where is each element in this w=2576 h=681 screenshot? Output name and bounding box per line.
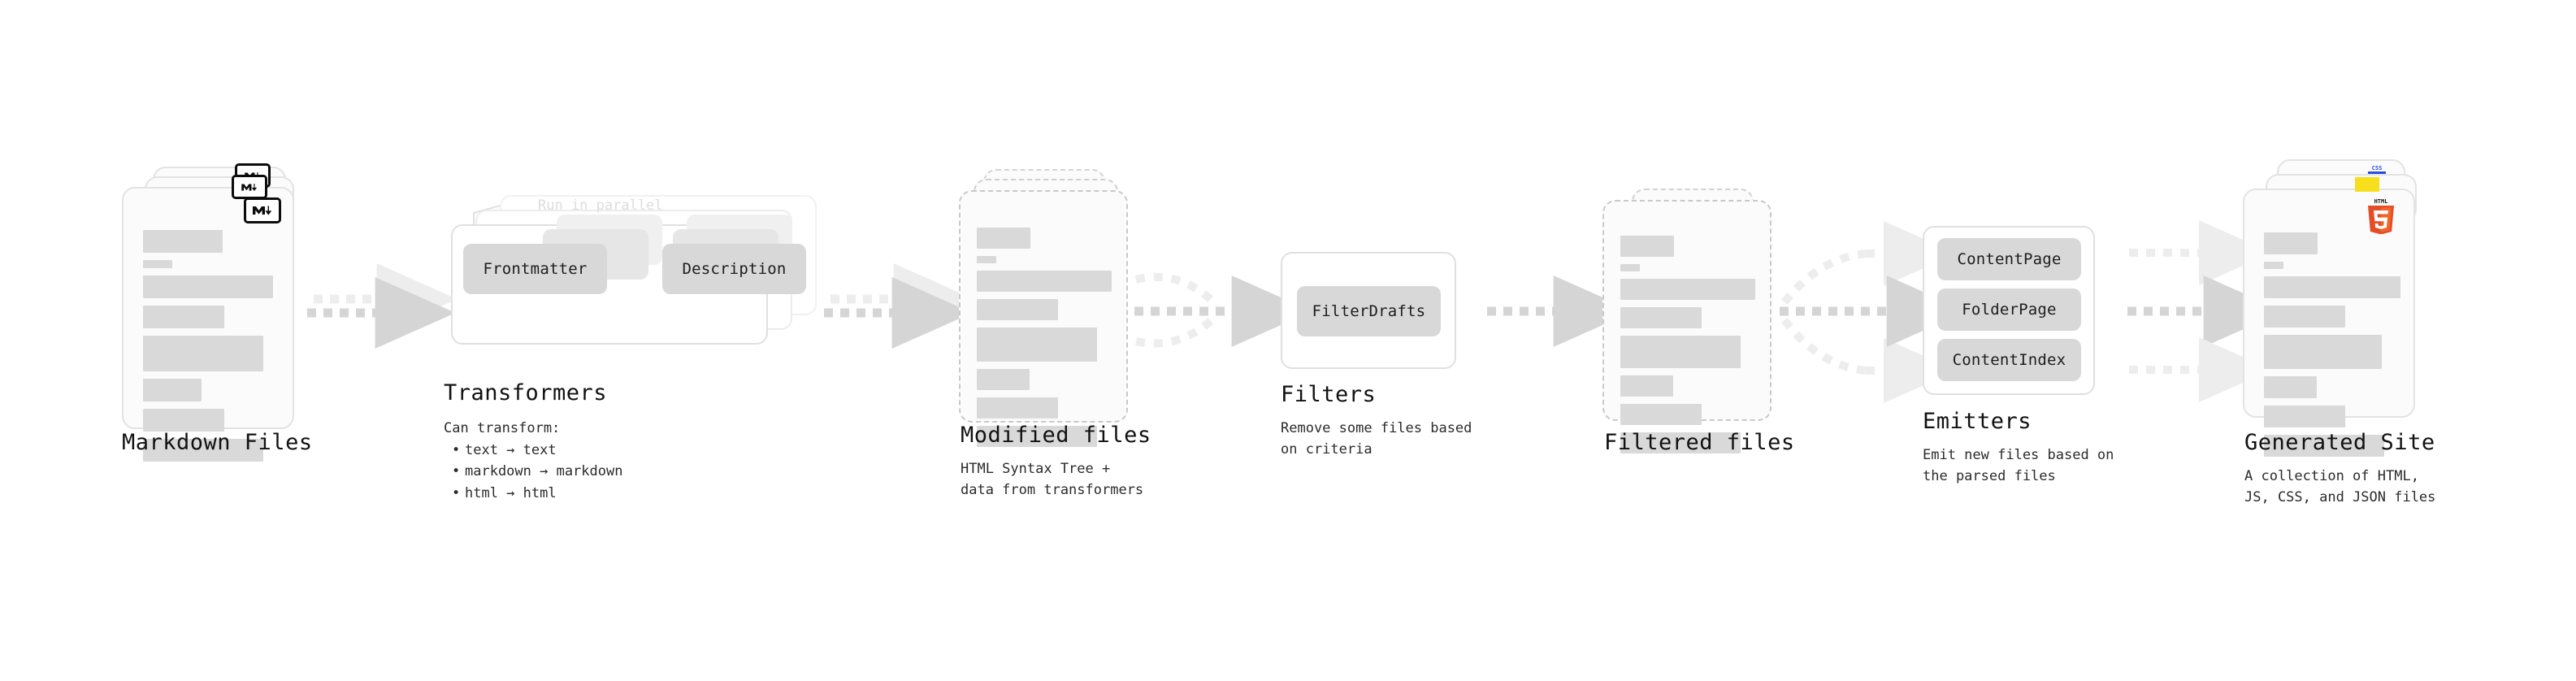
doc-line <box>143 336 263 371</box>
stage-emitters: ContentPage FolderPage ContentIndex <box>1923 226 2110 401</box>
doc-content-lines <box>1620 236 1772 461</box>
doc-line <box>977 228 1030 249</box>
transformer-chip-frontmatter-label: Frontmatter <box>483 260 588 278</box>
list-item: •markdown → markdown <box>452 463 623 480</box>
stage-subtitle-generated-site: A collection of HTML, JS, CSS, and JSON … <box>2244 468 2436 506</box>
emitters-chip-contentpage-label: ContentPage <box>1957 250 2062 268</box>
transformer-chip-description-label: Description <box>682 260 787 278</box>
stage-markdown-files <box>122 163 317 462</box>
svg-text:CSS: CSS <box>2372 165 2383 171</box>
stage-title-modified-files: Modified files <box>961 423 1151 448</box>
doc-line <box>143 306 224 328</box>
doc-line <box>1620 264 1640 271</box>
doc-content-lines <box>2264 232 2428 464</box>
doc-line <box>143 260 172 268</box>
doc-content-lines <box>977 228 1128 454</box>
list-item: •html → html <box>452 484 557 501</box>
doc-line <box>143 275 273 298</box>
emitters-chip-contentpage[interactable]: ContentPage <box>1937 238 2081 280</box>
doc-line <box>2264 306 2345 327</box>
html5-icon: HTML <box>2365 197 2397 235</box>
filters-chip-filterdrafts[interactable]: FilterDrafts <box>1297 286 1441 336</box>
doc-line <box>143 379 202 401</box>
stage-subtitle-filters: Remove some files based on criteria <box>1281 420 1472 458</box>
doc-line <box>977 426 1097 447</box>
stage-subtitle-transformers: Can transform: <box>444 420 561 436</box>
doc-line <box>2264 276 2400 298</box>
doc-line <box>977 327 1097 362</box>
emitters-chip-contentindex-label: ContentIndex <box>1952 351 2066 369</box>
doc-line <box>1620 432 1741 453</box>
transformer-capability-list: •text → text •markdown → markdown •html … <box>452 440 622 504</box>
doc-content-lines <box>143 230 299 469</box>
doc-line <box>977 256 996 263</box>
arrow-modified-to-filters <box>1134 272 1312 348</box>
doc-line <box>2264 435 2384 457</box>
stage-generated-site: CSS HTML <box>2243 159 2446 457</box>
stage-title-generated-site: Generated Site <box>2244 430 2435 455</box>
doc-line <box>1620 375 1673 397</box>
doc-line <box>143 230 223 253</box>
stage-subtitle-emitters: Emit new files based on the parsed files <box>1923 447 2114 485</box>
doc-line <box>977 369 1030 390</box>
doc-line <box>977 271 1112 292</box>
js-icon <box>2355 177 2379 192</box>
markdown-icon <box>244 197 281 223</box>
transformer-chip-frontmatter[interactable]: Frontmatter <box>463 244 607 294</box>
stage-subtitle-modified-files: HTML Syntax Tree + data from transformer… <box>961 461 1144 499</box>
doc-line <box>1620 336 1741 368</box>
transformer-chip-description[interactable]: Description <box>662 244 806 294</box>
doc-line <box>977 299 1058 320</box>
filters-chip-filterdrafts-label: FilterDrafts <box>1312 302 1426 320</box>
doc-line <box>1620 236 1674 257</box>
emitters-chip-contentindex[interactable]: ContentIndex <box>1937 339 2081 381</box>
doc-line <box>2264 232 2318 254</box>
emitters-chip-folderpage-label: FolderPage <box>1962 301 2057 319</box>
doc-line <box>1620 404 1702 425</box>
doc-line <box>2264 335 2382 369</box>
doc-line <box>1620 307 1702 328</box>
doc-line <box>1620 279 1755 300</box>
arrow-filtered-to-emitters <box>1780 221 1967 403</box>
doc-line <box>143 439 263 462</box>
stage-transformers: . . . . Frontmatter Description <box>443 195 833 358</box>
stage-title-markdown-files: Markdown Files <box>122 430 313 455</box>
arrow-transformers-to-modified <box>824 263 974 349</box>
markdown-icon-back-1 <box>232 175 267 199</box>
stage-title-filtered-files: Filtered files <box>1604 430 1795 455</box>
doc-line <box>977 397 1058 419</box>
stage-filtered-files <box>1602 189 1789 453</box>
doc-line <box>2264 376 2317 398</box>
stage-title-transformers: Transformers <box>444 380 608 406</box>
list-item: •text → text <box>452 442 557 458</box>
run-in-parallel-note: Run in parallel <box>538 197 663 214</box>
doc-line <box>2264 262 2283 269</box>
svg-text:HTML: HTML <box>2374 198 2388 205</box>
arrow-markdown-to-transformers <box>307 263 458 349</box>
doc-line <box>2264 406 2345 427</box>
emitters-chip-folderpage[interactable]: FolderPage <box>1937 288 2081 331</box>
stage-title-filters: Filters <box>1281 382 1377 407</box>
stage-filters: FilterDrafts <box>1281 252 1459 374</box>
stage-modified-files <box>959 169 1146 447</box>
css-icon: CSS <box>2366 163 2387 175</box>
stage-title-emitters: Emitters <box>1923 409 2032 434</box>
arrow-emitters-to-site <box>2127 220 2284 402</box>
doc-line <box>143 409 224 432</box>
